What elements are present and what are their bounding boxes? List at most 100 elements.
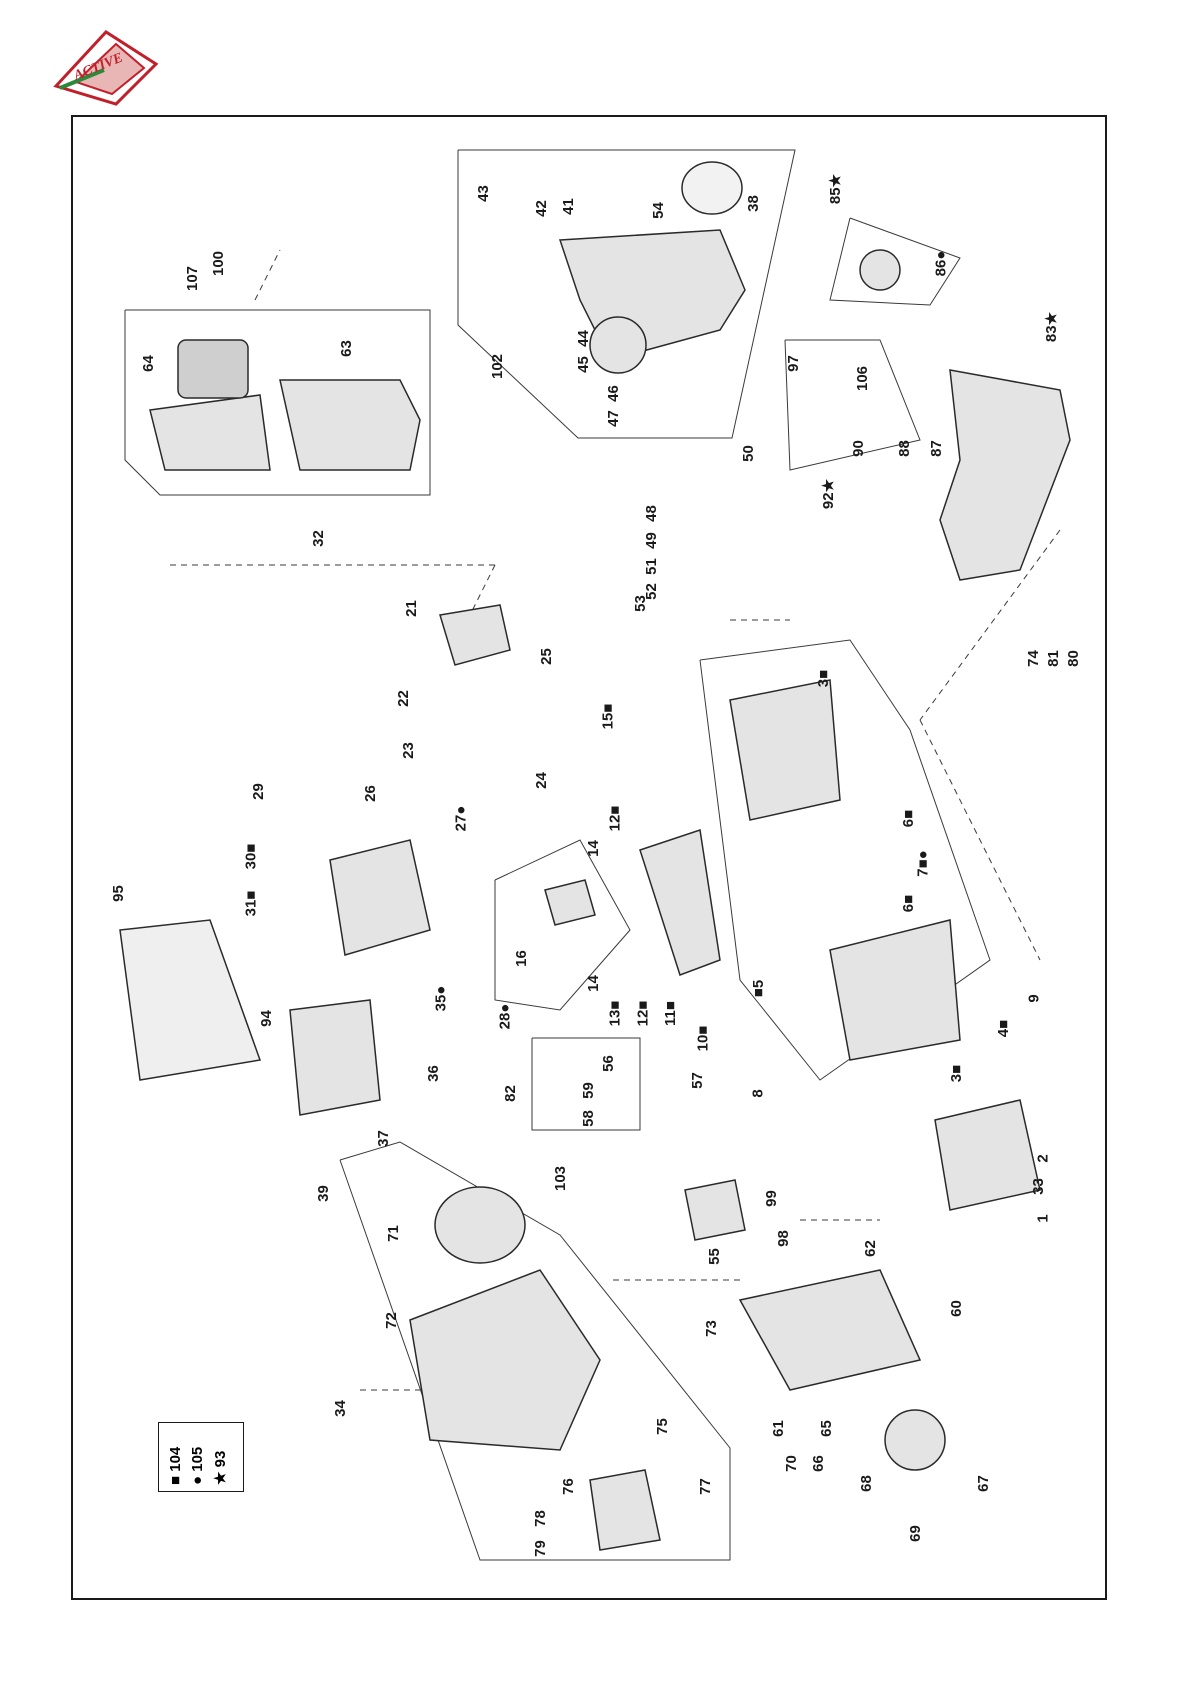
group-outline-15 [494,839,631,1011]
group-outline-5 [699,639,991,1081]
part-label: 33 [1029,1178,1047,1195]
part-label: 23 [399,742,417,759]
part-label: 45 [574,356,592,373]
part-label: 37 [374,1130,392,1147]
part-label: 107 [184,265,202,292]
part-label: 30■ [242,843,260,870]
part-label: 8 [749,1089,767,1098]
part-label: 85★ [827,173,845,205]
legend-row-105: ● 105 [189,1446,206,1485]
part-label: 86● [932,250,950,277]
part-label: 82 [501,1085,519,1102]
part-label: 56 [599,1055,617,1072]
crankcase-half-a [729,679,841,821]
part-label: 14 [584,840,602,857]
part-label: 38 [744,195,762,212]
clutch-drum [434,1186,526,1264]
piston [544,879,596,926]
part-label: 68 [857,1475,875,1492]
part-label: 32 [309,530,327,547]
part-label: 43 [474,185,492,202]
group-outline-92 [784,339,921,471]
part-label: 80 [1064,650,1082,667]
symbol-legend: ■ 104 ● 105 ★ 93 [158,1422,244,1492]
part-label: 51 [642,558,660,575]
part-label: 94 [257,1010,275,1027]
part-label: 97 [784,355,802,372]
part-label: 10■ [694,1025,712,1052]
part-label: 22 [394,690,412,707]
cylinder [329,839,431,956]
part-label: 87 [927,440,945,457]
part-label: 24 [532,772,550,789]
part-label: 102 [489,353,507,380]
group-outline-85 [829,217,961,306]
part-label: 66 [809,1455,827,1472]
part-label: 69 [906,1525,924,1542]
part-label: 12■ [606,805,624,832]
part-label: 25 [537,648,555,665]
heat-shield [119,919,262,1081]
part-label: 11■ [661,1001,679,1026]
part-label: ■5 [750,979,768,998]
part-label: 47 [604,410,622,427]
part-label: 9 [1025,994,1043,1003]
part-label: 75 [653,1418,671,1435]
part-label: 61 [769,1420,787,1437]
part-label: 79 [531,1540,549,1557]
part-label: 71 [384,1225,402,1242]
group-outline-103 [339,1141,731,1561]
part-label: 92★ [820,478,838,510]
muffler [289,999,381,1116]
air-filter-element [177,339,249,399]
part-label: 72 [382,1312,400,1329]
clamp [589,1469,661,1551]
part-label: 81 [1044,650,1062,667]
part-label: 67 [974,1475,992,1492]
crankcase-half-b [829,919,961,1061]
ignition-coil [684,1179,746,1241]
fan-cover [738,1269,922,1391]
part-label: 49 [642,532,660,549]
part-label: 7■● [914,850,932,877]
diagram-frame [71,115,1107,1600]
part-label: 58 [579,1110,597,1127]
part-label: 74 [1024,650,1042,667]
air-filter-cover [279,379,421,471]
part-label: 28● [496,1003,514,1030]
part-label: 60 [947,1300,965,1317]
part-label: 55 [705,1248,723,1265]
part-label: 42 [532,200,550,217]
part-label: 100 [210,250,228,277]
part-label: 14 [584,975,602,992]
clutch [884,1409,946,1471]
part-label: 77 [696,1478,714,1495]
part-label: 41 [559,198,577,215]
starter-pulley [589,316,647,374]
part-label: 1 [1034,1214,1052,1223]
part-label: 73 [702,1320,720,1337]
legend-row-93: ★ 93 [212,1450,229,1485]
part-label: 98 [774,1230,792,1247]
part-label: 16 [512,950,530,967]
part-label: 78 [531,1510,549,1527]
decal-38 [681,161,743,215]
part-label: 2 [1034,1154,1052,1163]
part-label: 63 [337,340,355,357]
group-outline-102 [457,149,796,439]
part-label: 50 [739,445,757,462]
group-outline-82 [531,1037,641,1131]
group-outline-32 [124,309,431,496]
carburetor [439,604,511,666]
fuel-tank [939,369,1071,581]
part-label: 3■ [815,669,833,688]
part-label: 6■ [900,809,918,828]
part-label: 95 [109,885,127,902]
part-label: 35● [432,985,450,1012]
part-label: 6■ [900,894,918,913]
flywheel [934,1099,1041,1211]
part-label: 15■ [599,703,617,730]
part-label: 90 [849,440,867,457]
part-label: 65 [817,1420,835,1437]
